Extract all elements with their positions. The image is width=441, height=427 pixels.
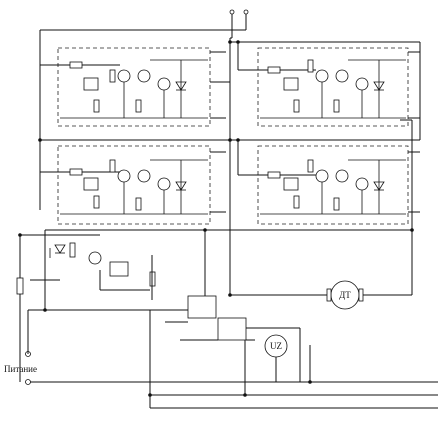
junctions [18, 40, 414, 397]
rectifier: UZ [264, 327, 301, 382]
module-top-right [238, 47, 420, 127]
terminal-6 [229, 9, 235, 15]
power-label: Питание [4, 364, 37, 374]
terminal-7 [243, 9, 249, 15]
rectifier-label: UZ [270, 341, 282, 351]
bus-wiring [28, 29, 438, 409]
top-terminals [229, 9, 249, 38]
motor-label: ДТ [339, 290, 351, 300]
module-bottom-right [238, 145, 420, 225]
power-terminal-2[interactable] [25, 379, 31, 385]
module-bottom-left [40, 145, 226, 225]
optocoupler-vs1 [187, 295, 217, 319]
optocouplers [165, 295, 265, 341]
motor: ДТ [326, 280, 364, 310]
module-top-left [40, 47, 230, 127]
optocoupler-vs2 [217, 317, 247, 341]
power-input: Питание [4, 309, 45, 385]
bias-stage [16, 234, 156, 382]
